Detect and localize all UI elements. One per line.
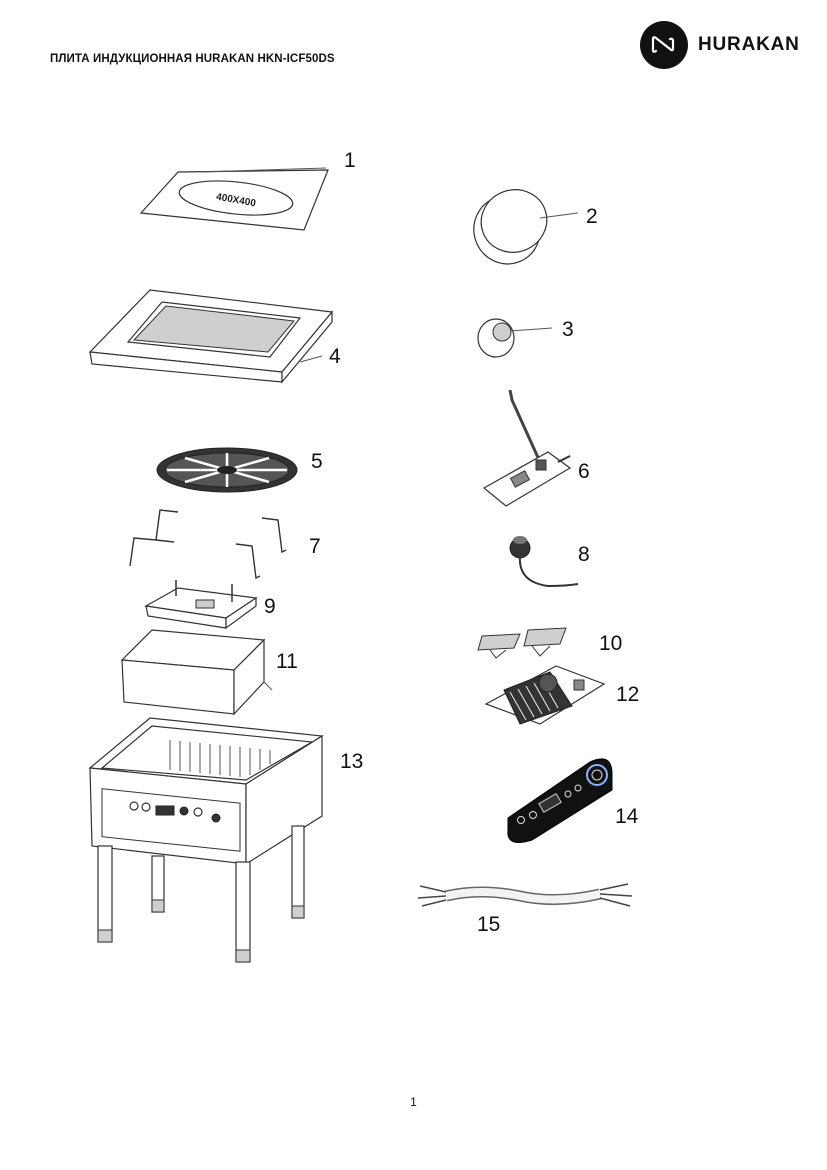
brand-logo: HURAKAN — [640, 21, 800, 69]
part-power-board — [484, 665, 606, 725]
callout-9: 9 — [264, 595, 276, 618]
callout-2: 2 — [586, 205, 598, 228]
page-number: 1 — [410, 1095, 417, 1109]
callout-14: 14 — [615, 805, 639, 828]
document-title: ПЛИТА ИНДУКЦИОННАЯ HURAKAN HKN-ICF50DS — [50, 53, 335, 65]
part-knob-cap — [477, 318, 553, 358]
callout-3: 3 — [562, 318, 574, 341]
callout-10: 10 — [599, 632, 622, 655]
brand-name: HURAKAN — [698, 34, 800, 55]
part-main-body — [88, 717, 324, 963]
callout-5: 5 — [311, 450, 323, 473]
callout-6: 6 — [578, 460, 590, 483]
part-cooling-fan — [156, 447, 298, 493]
callout-8: 8 — [578, 543, 590, 566]
callout-1: 1 — [344, 149, 356, 172]
callout-11: 11 — [276, 650, 298, 673]
callout-12: 12 — [616, 683, 639, 706]
part-rectifier-brackets — [477, 627, 567, 659]
callout-7: 7 — [309, 535, 321, 558]
part-power-cable — [417, 883, 633, 907]
callout-15: 15 — [477, 913, 500, 936]
callout-4: 4 — [329, 345, 341, 368]
part-temperature-sensor — [509, 536, 579, 588]
callout-13: 13 — [340, 750, 363, 773]
part-glass-top: 400X400 — [139, 167, 329, 231]
part-control-panel-overlay — [507, 758, 613, 843]
hurakan-logo-icon — [640, 21, 688, 69]
part-inner-housing — [120, 629, 273, 716]
part-coil-tray — [144, 580, 258, 630]
part-mounting-brackets — [129, 509, 287, 580]
part-knob — [473, 189, 579, 265]
part-control-board — [482, 389, 572, 507]
part-top-frame — [88, 289, 334, 384]
